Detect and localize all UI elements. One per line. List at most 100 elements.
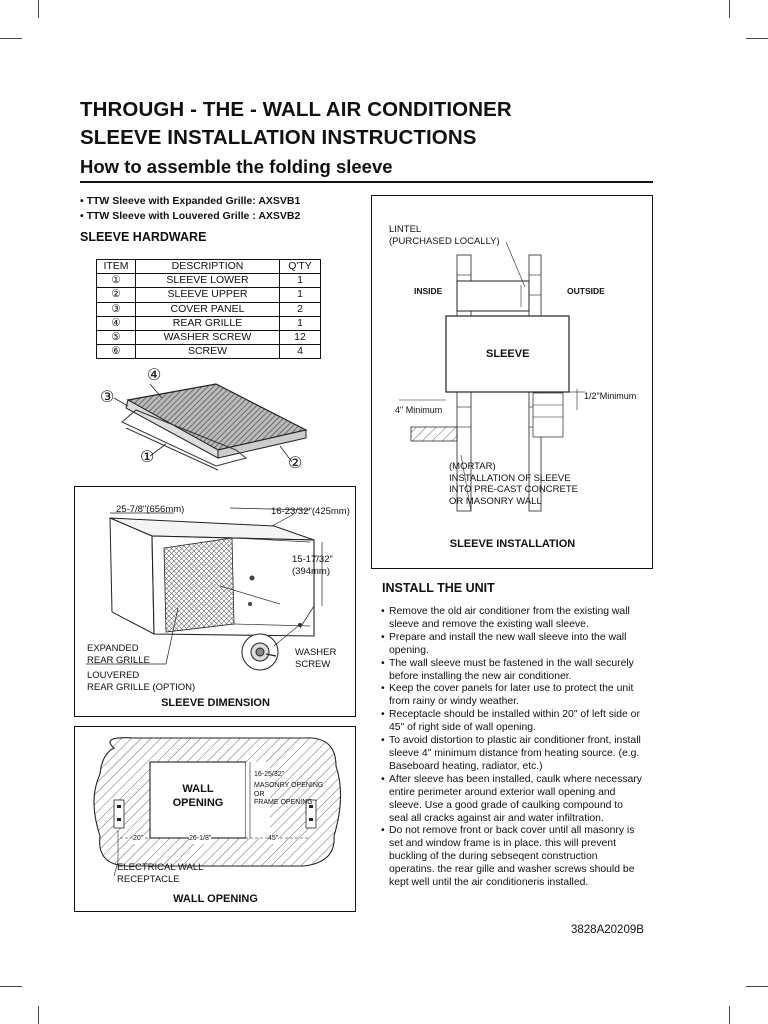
table-cell: ⑥ (96, 344, 136, 360)
crop-mark (38, 1006, 39, 1024)
outside-label: OUTSIDE (567, 286, 605, 296)
table-header-row: ITEM DESCRIPTION Q'TY (96, 258, 321, 275)
callout-3: ③ (100, 389, 115, 406)
model-item: • TTW Sleeve with Expanded Grille: AXSVB… (80, 195, 301, 207)
list-item: To avoid distortion to plastic air condi… (381, 735, 643, 774)
wall-opening-panel (74, 726, 356, 912)
label-line: WASHER (295, 647, 337, 658)
table-cell: 1 (279, 287, 321, 303)
sleeve-dimension-drawing (86, 507, 323, 671)
hardware-heading: SLEEVE HARDWARE (80, 230, 207, 244)
label-line: (PURCHASED LOCALLY) (389, 235, 500, 247)
crop-mark (729, 0, 730, 18)
sleeve-installation-drawing (399, 241, 585, 512)
table-cell: ① (96, 273, 136, 289)
list-item: Receptacle should be installed within 20… (381, 709, 643, 735)
label-line: LINTEL (389, 224, 422, 235)
label-line: LOUVERED (87, 670, 140, 681)
label-line: MASONRY OPENING (254, 782, 324, 789)
list-item: Remove the old air conditioner from the … (381, 606, 643, 632)
title-rule (80, 181, 653, 183)
sleeve-dimension-caption: SLEEVE DIMENSION (161, 697, 270, 709)
half-inch-min-label: 1/2"Minimum (584, 391, 637, 401)
wall-opening-drawing (93, 737, 342, 877)
label-line: RECEPTACLE (117, 873, 180, 885)
dim-height-mm-label: (394mm) (292, 566, 331, 577)
label-line: REAR GRILLE (87, 654, 150, 666)
table-cell: 1 (279, 316, 321, 331)
label-line: SCREW (295, 658, 331, 670)
page-subtitle: How to assemble the folding sleeve (80, 156, 393, 177)
model-list: • TTW Sleeve with Expanded Grille: AXSVB… (80, 194, 300, 223)
table-cell: COVER PANEL (135, 302, 280, 317)
title-line-1: THROUGH - THE - WALL AIR CONDITIONER (80, 98, 512, 121)
label-line: INTO PRE-CAST CONCRETE (449, 484, 578, 495)
left-distance-label: 20" (133, 835, 144, 844)
dim-height-label: 15-17/32" (292, 554, 333, 565)
crop-mark (729, 1006, 730, 1024)
table-cell: SCREW (135, 344, 280, 360)
opening-width-label: 26-1/8" (189, 835, 212, 844)
model-item: • TTW Sleeve with Louvered Grille : AXSV… (80, 209, 301, 222)
four-inch-min-label: 4" Minimum (395, 405, 443, 415)
dim-depth-label: 16-23/32"(425mm) (271, 506, 350, 517)
sleeve-installation-panel (371, 195, 653, 569)
label-line: (MORTAR) (449, 461, 496, 472)
label-line: OR MASONRY WALL (449, 495, 542, 507)
table-cell: REAR GRILLE (135, 316, 280, 331)
table-cell: 2 (279, 302, 321, 317)
table-cell: 4 (279, 344, 321, 360)
table-header: Q'TY (279, 258, 321, 275)
table-cell: SLEEVE LOWER (135, 273, 280, 289)
sleeve-label: SLEEVE (486, 348, 530, 360)
sleeve-parts-illustration (113, 383, 308, 471)
sleeve-installation-caption: SLEEVE INSTALLATION (449, 538, 576, 550)
table-cell: ② (96, 287, 136, 303)
label-line: INSTALLATION OF SLEEVE (449, 472, 571, 484)
list-item: Do not remove front or back cover until … (381, 825, 643, 890)
crop-mark (746, 986, 768, 987)
wall-opening-caption: WALL OPENING (173, 893, 258, 905)
right-distance-label: 45" (268, 835, 279, 844)
list-item: The wall sleeve must be fastened in the … (381, 658, 643, 684)
inside-label: INSIDE (414, 286, 443, 296)
table-cell: 12 (279, 330, 321, 346)
install-instructions: Remove the old air conditioner from the … (381, 606, 643, 890)
list-item: Keep the cover panels for later use to p… (381, 683, 643, 709)
lintel-label: LINTEL(PURCHASED LOCALLY) (389, 224, 500, 247)
dim-width-label: 25-7/8"(656mm) (116, 504, 185, 515)
list-item: After sleeve has been installed, caulk w… (381, 774, 643, 826)
table-cell: 1 (279, 273, 321, 289)
label-line: OPENING (172, 797, 224, 809)
install-heading: INSTALL THE UNIT (382, 581, 495, 595)
crop-mark (0, 38, 22, 39)
label-line: FRAME OPENING (254, 799, 313, 806)
callout-4: ④ (147, 367, 162, 384)
crop-mark (38, 0, 39, 18)
sleeve-dimension-panel (74, 486, 356, 717)
table-cell: WASHER SCREW (135, 330, 280, 346)
opening-height-label: 16-25/32" (254, 771, 285, 778)
label-line: ELECTRICAL WALL (117, 862, 204, 873)
label-line: REAR GRILLE (OPTION) (87, 681, 196, 693)
table-cell: ③ (96, 302, 136, 317)
title-line-2: SLEEVE INSTALLATION INSTRUCTIONS (80, 126, 477, 149)
label-line: OR (254, 790, 265, 798)
page-title: THROUGH - THE - WALL AIR CONDITIONER SLEE… (80, 96, 512, 152)
crop-mark (0, 986, 22, 987)
callout-1: ① (140, 449, 155, 466)
list-item: Prepare and install the new wall sleeve … (381, 632, 643, 658)
crop-mark (746, 38, 768, 39)
table-header: ITEM (96, 258, 136, 275)
